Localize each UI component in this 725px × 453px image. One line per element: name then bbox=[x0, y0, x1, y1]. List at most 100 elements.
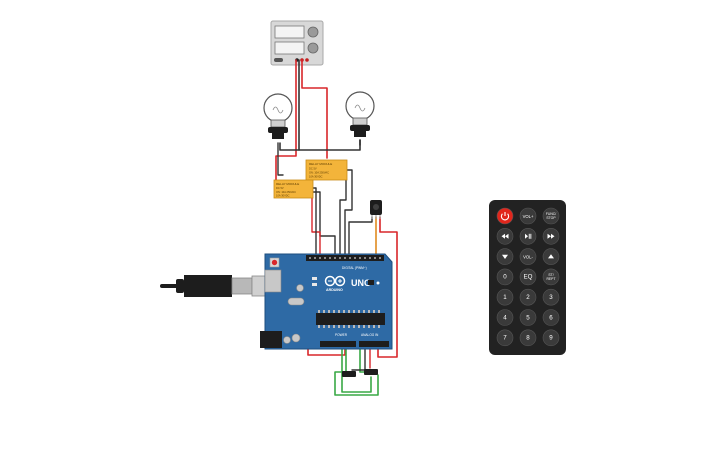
wires bbox=[275, 59, 398, 396]
remote-button-label: VOL+ bbox=[523, 214, 534, 219]
digit-1-button[interactable]: 1 bbox=[496, 288, 514, 306]
play-pause-button[interactable] bbox=[519, 228, 537, 245]
filament bbox=[354, 104, 366, 112]
wire-ir-gnd[interactable] bbox=[348, 216, 373, 256]
power-label: POWER bbox=[335, 333, 348, 337]
remote-button-label: 9 bbox=[549, 335, 553, 342]
vol-down-button[interactable]: VOL- bbox=[519, 248, 537, 265]
capacitor bbox=[283, 336, 291, 344]
triangle-up-icon bbox=[548, 254, 554, 259]
lamp-left[interactable] bbox=[263, 93, 293, 139]
bulb-glass bbox=[345, 91, 375, 121]
ir-receiver[interactable] bbox=[370, 200, 382, 219]
ir-remote[interactable]: VOL+ FUNC/STOP VOL- 0 EQ ST/REPT 1 2 3 4 5 6 7 8 9 bbox=[489, 200, 566, 355]
usb-cable[interactable] bbox=[160, 275, 267, 297]
wire-green-1[interactable] bbox=[341, 347, 372, 393]
wire-green-2[interactable] bbox=[334, 347, 379, 396]
remote-button-label: 4 bbox=[503, 314, 507, 321]
pushbutton-2[interactable] bbox=[364, 369, 378, 375]
power-supply[interactable] bbox=[270, 20, 324, 66]
power-header[interactable] bbox=[320, 341, 356, 347]
pushbutton-1[interactable] bbox=[342, 371, 356, 377]
atmega-chip bbox=[316, 313, 385, 325]
remote-button-label: 6 bbox=[549, 314, 553, 321]
usb-socket bbox=[264, 269, 282, 293]
capacitor bbox=[291, 333, 301, 343]
digital-label: DIGITAL (PWM~) bbox=[342, 266, 367, 270]
svg-text:ON: 10A 250VAC: ON: 10A 250VAC bbox=[276, 190, 296, 194]
relay-module-1[interactable]: RELAY MODULE DC 5V ON: 10A 250VAC 10A 30… bbox=[273, 179, 314, 199]
fast-forward-icon bbox=[547, 233, 555, 239]
up-button[interactable] bbox=[542, 248, 560, 265]
digit-9-button[interactable]: 9 bbox=[542, 329, 560, 347]
power-jack[interactable] bbox=[260, 331, 282, 348]
crystal bbox=[287, 297, 305, 306]
bulb-base bbox=[270, 119, 286, 128]
remote-button-label: 3 bbox=[549, 294, 553, 301]
voltage-display bbox=[274, 25, 305, 39]
digit-7-button[interactable]: 7 bbox=[496, 329, 514, 347]
remote-button-label: ST/ bbox=[548, 273, 553, 277]
eq-button[interactable]: EQ bbox=[519, 268, 537, 286]
wire-red-psu-relay1[interactable] bbox=[275, 59, 297, 182]
digit-5-button[interactable]: 5 bbox=[519, 309, 537, 326]
digit-6-button[interactable]: 6 bbox=[542, 309, 560, 326]
digit-4-button[interactable]: 4 bbox=[496, 309, 514, 326]
analog-header[interactable] bbox=[359, 341, 389, 347]
remote-button-label: VOL- bbox=[523, 254, 533, 259]
wire-black-lamp-common[interactable] bbox=[279, 139, 361, 151]
bulb-glass bbox=[263, 93, 293, 123]
uno-label: UNO bbox=[351, 278, 371, 288]
remote-button-label: FUNC/ bbox=[546, 212, 556, 216]
usb-connector bbox=[231, 277, 253, 295]
header-pins bbox=[309, 257, 381, 259]
terminal-positive-2[interactable] bbox=[305, 58, 309, 62]
wire-ir-vcc[interactable] bbox=[377, 216, 398, 358]
lamp-socket bbox=[350, 125, 370, 131]
remote-button-label: 8 bbox=[526, 335, 530, 342]
ir-sensor-dome bbox=[373, 204, 379, 210]
capacitor bbox=[296, 284, 304, 292]
lamp-right[interactable] bbox=[345, 91, 375, 137]
wire-green-3[interactable] bbox=[359, 347, 377, 373]
svg-text:ON: 10A 250VAC: ON: 10A 250VAC bbox=[309, 171, 329, 175]
remote-button-label: 0 bbox=[503, 274, 507, 281]
st-rept-button[interactable]: ST/REPT bbox=[542, 268, 560, 286]
digit-0-button[interactable]: 0 bbox=[496, 268, 514, 286]
remote-button-label: STOP bbox=[546, 216, 556, 220]
wire-relay2-signal[interactable] bbox=[344, 169, 353, 256]
power-button[interactable] bbox=[496, 207, 514, 225]
svg-text:DC 5V: DC 5V bbox=[276, 186, 284, 190]
func-stop-button[interactable]: FUNC/STOP bbox=[542, 207, 560, 225]
play-pause-icon bbox=[525, 233, 532, 239]
voltage-knob[interactable] bbox=[307, 26, 319, 38]
remote-button-label: REPT bbox=[546, 277, 555, 281]
svg-text:10A 30VDC: 10A 30VDC bbox=[276, 193, 290, 197]
current-knob[interactable] bbox=[307, 42, 319, 54]
filament bbox=[272, 106, 284, 114]
wire-red-psu-relay2[interactable] bbox=[301, 59, 328, 159]
remote-button-label: 7 bbox=[503, 335, 507, 342]
remote-button-label: EQ bbox=[524, 274, 533, 281]
arduino-brand: ARDUINO bbox=[326, 288, 343, 292]
arduino-uno-board[interactable]: DIGITAL (PWM~) ARDUINO UNO bbox=[260, 253, 393, 350]
remote-button-grid: VOL+ FUNC/STOP VOL- 0 EQ ST/REPT 1 2 3 4 5 6 7 8 9 bbox=[496, 207, 560, 347]
digit-8-button[interactable]: 8 bbox=[519, 329, 537, 347]
triangle-down-icon bbox=[502, 254, 508, 259]
usb-plug-housing bbox=[184, 275, 232, 297]
relay-module-2[interactable]: RELAY MODULE DC 5V ON: 10A 250VAC 10A 30… bbox=[305, 159, 348, 181]
digit-3-button[interactable]: 3 bbox=[542, 288, 560, 306]
remote-button-label: 2 bbox=[526, 294, 530, 301]
fast-forward-button[interactable] bbox=[542, 228, 560, 245]
rewind-icon bbox=[501, 233, 509, 239]
remote-button-label: 1 bbox=[503, 294, 507, 301]
power-switch[interactable] bbox=[274, 58, 283, 62]
bulb-base bbox=[352, 117, 368, 126]
current-display bbox=[274, 41, 305, 55]
rewind-button[interactable] bbox=[496, 228, 514, 245]
power-icon bbox=[500, 212, 510, 221]
relay-title: RELAY MODULE bbox=[276, 182, 299, 186]
down-button[interactable] bbox=[496, 248, 514, 265]
vol-up-button[interactable]: VOL+ bbox=[519, 207, 537, 225]
digit-2-button[interactable]: 2 bbox=[519, 288, 537, 306]
